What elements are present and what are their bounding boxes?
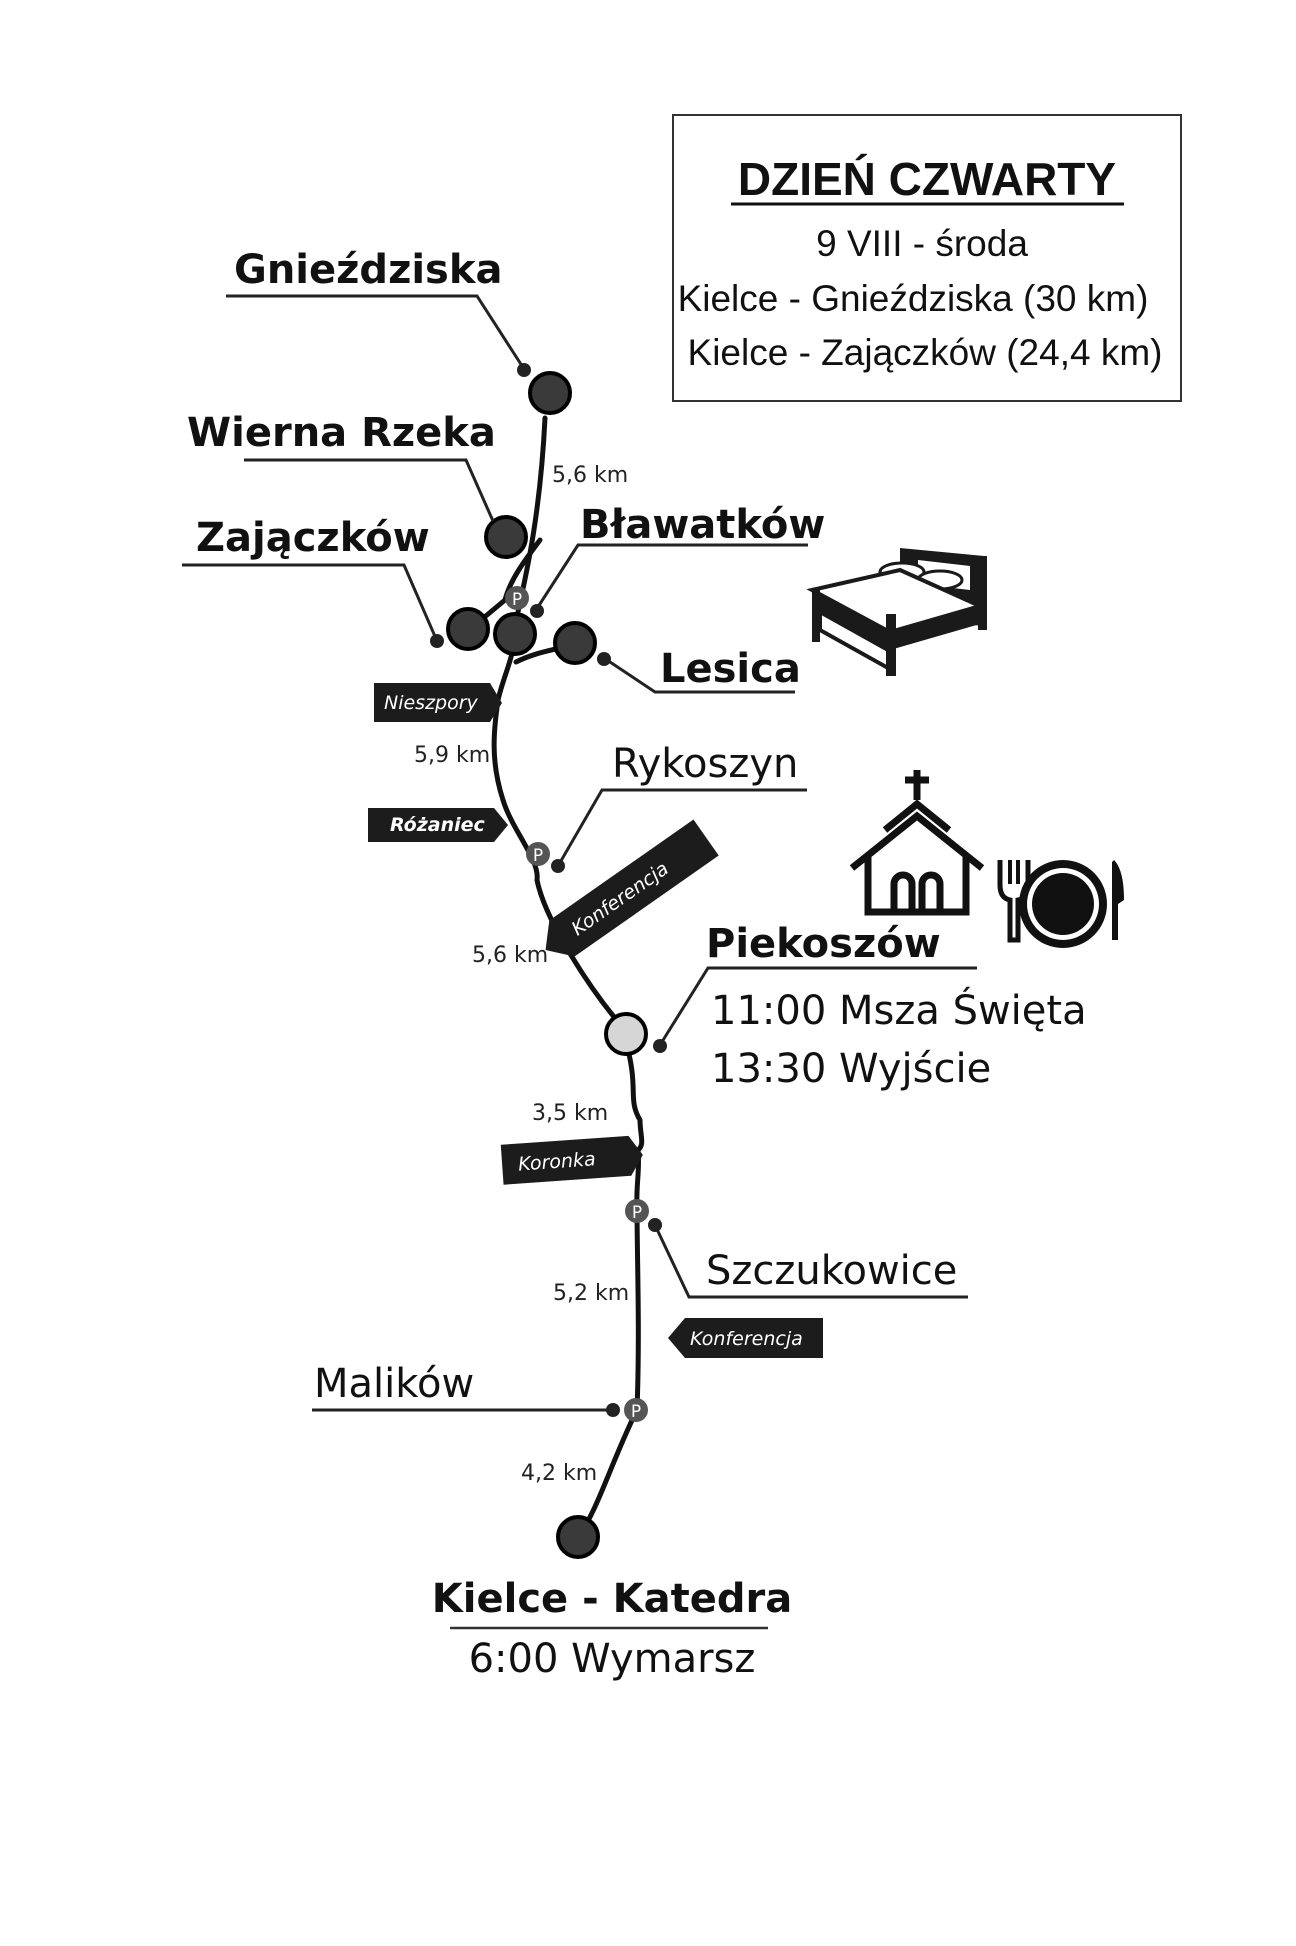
- schedule-piekoszow-departure: 13:30 Wyjście: [711, 1046, 991, 1092]
- leader-zajaczkow: [182, 563, 444, 648]
- parking-label: P: [631, 1402, 641, 1422]
- branch-to-gniezdziska: [511, 415, 548, 633]
- distance-label: 5,9 km: [414, 743, 490, 768]
- leader-blawatkow: [530, 543, 808, 618]
- node-wierna-rzeka: [484, 515, 528, 559]
- node-kielce: [556, 1515, 600, 1559]
- place-label-malikow: Malików: [314, 1361, 474, 1407]
- parking-marker-blawatkow: P: [505, 586, 529, 610]
- node-piekoszow: [604, 1012, 648, 1056]
- parking-marker-malikow: P: [624, 1398, 648, 1422]
- leader-malikow: [312, 1403, 620, 1417]
- parking-label: P: [632, 1203, 642, 1223]
- place-label-piekoszow: Piekoszów: [706, 921, 941, 967]
- place-label-lesica: Lesica: [660, 646, 801, 692]
- tag-koronka: Koronka: [500, 1135, 643, 1185]
- distance-label: 4,2 km: [521, 1461, 597, 1486]
- tag-label-konferencja-lower: Konferencja: [690, 1328, 803, 1350]
- leader-wierna-rzeka: [244, 458, 495, 522]
- bed-icon: [806, 548, 987, 676]
- leader-gniezdziska: [226, 294, 531, 377]
- node-lesica: [553, 621, 597, 665]
- place-label-wierna-rzeka: Wierna Rzeka: [187, 410, 496, 456]
- plate-cutlery-icon: [997, 860, 1124, 948]
- parking-marker-szczukowice: P: [625, 1199, 649, 1223]
- leader-piekoszow: [653, 966, 977, 1053]
- distance-label: 5,6 km: [472, 943, 548, 968]
- leader-szczukowice: [648, 1218, 968, 1299]
- node-zajaczkow: [446, 607, 490, 651]
- distance-label: 5,6 km: [552, 463, 628, 488]
- info-box: DZIEŃ CZWARTY 9 VIII - środa Kielce - Gn…: [672, 114, 1182, 402]
- tag-nieszpory: Nieszpory: [374, 683, 502, 722]
- node-blawatkow: [493, 612, 537, 656]
- info-date: 9 VIII - środa: [816, 223, 1028, 264]
- place-label-kielce: Kielce - Katedra: [432, 1576, 792, 1622]
- tag-label-rozaniec: Różaniec: [390, 814, 486, 836]
- tag-label-koronka: Koronka: [517, 1148, 596, 1175]
- place-label-gniezdziska: Gnieździska: [234, 247, 502, 293]
- parking-label: P: [533, 846, 543, 866]
- place-label-rykoszyn: Rykoszyn: [612, 741, 798, 787]
- tag-konferencja-upper: Konferencja: [545, 819, 719, 957]
- leader-lesica: [597, 652, 795, 694]
- parking-label: P: [512, 590, 522, 610]
- info-route-1: Kielce - Gnieździska (30 km): [678, 278, 1149, 319]
- parking-marker-rykoszyn: P: [526, 842, 550, 866]
- tag-konferencja-lower: Konferencja: [668, 1318, 823, 1358]
- distance-label: 3,5 km: [532, 1101, 608, 1126]
- schedule-kielce-start: 6:00 Wymarsz: [469, 1636, 756, 1682]
- node-gniezdziska: [528, 371, 572, 415]
- distance-label: 5,2 km: [553, 1281, 629, 1306]
- church-icon: [849, 770, 985, 916]
- leader-rykoszyn: [551, 788, 807, 873]
- schedule-piekoszow-mass: 11:00 Msza Święta: [711, 986, 1087, 1034]
- info-title: DZIEŃ CZWARTY: [738, 153, 1116, 205]
- place-label-zajaczkow: Zajączków: [196, 515, 430, 561]
- place-label-szczukowice: Szczukowice: [706, 1248, 957, 1294]
- place-label-blawatkow: Bławatków: [580, 502, 825, 548]
- info-route-2: Kielce - Zajączków (24,4 km): [688, 332, 1163, 373]
- tag-label-nieszpory: Nieszpory: [384, 692, 479, 714]
- tag-rozaniec: Różaniec: [368, 808, 508, 842]
